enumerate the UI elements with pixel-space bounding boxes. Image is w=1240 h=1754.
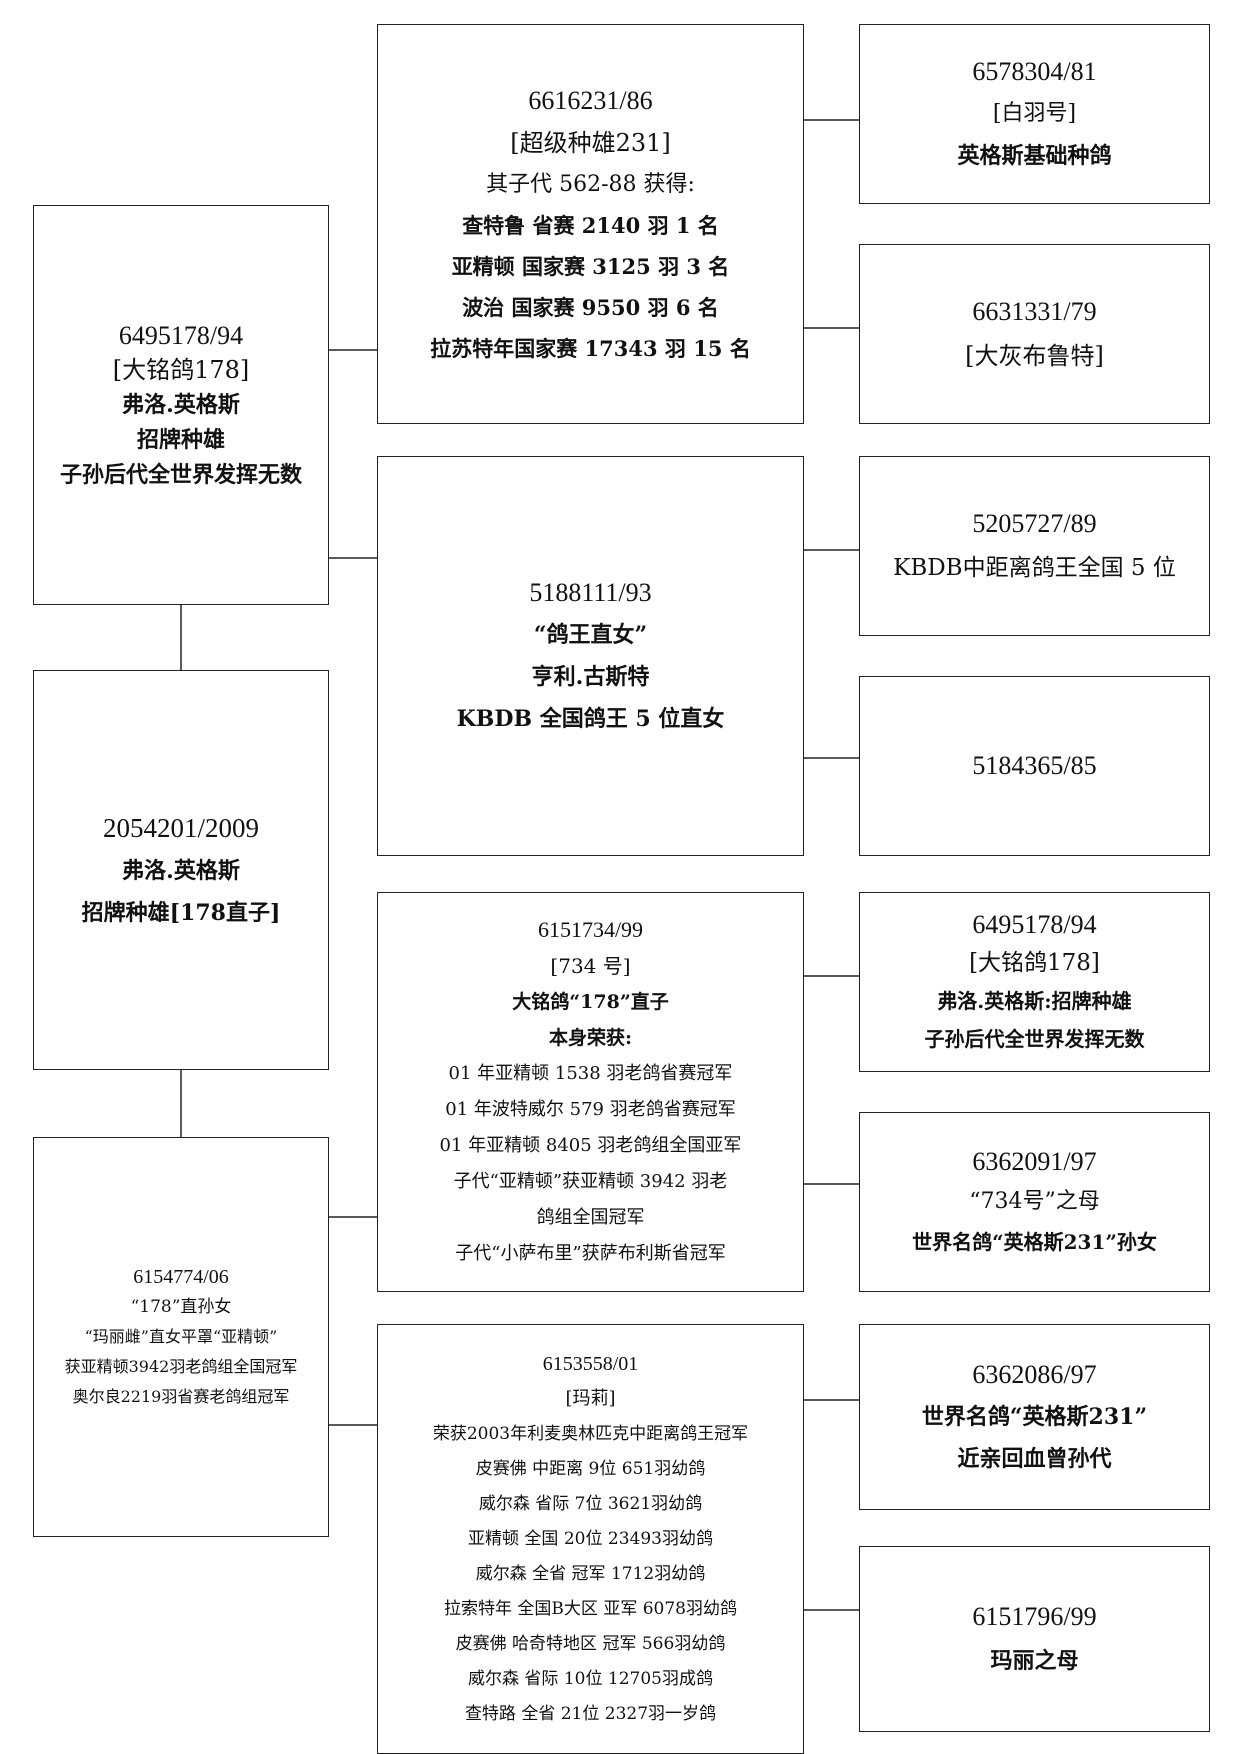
name-line: 玛丽之母 — [990, 1648, 1079, 1674]
info-line: 拉苏特年国家赛 17343 羽 15 名 — [430, 335, 751, 361]
ring-number: 5188111/93 — [529, 578, 652, 607]
info-line: 大铭鸽“178”直子 — [512, 991, 669, 1013]
ring-number: 6495178/94 — [972, 910, 1097, 939]
sire-sire-box: 6616231/86 [超级种雄231] 其子代 562-88 获得: 查特鲁 … — [377, 24, 804, 424]
ring-number: 6153558/01 — [542, 1352, 639, 1375]
info-line: 查特路 全省 21位 2327羽一岁鸽 — [464, 1703, 717, 1724]
sire-sire-sire-box: 6578304/81 [白羽号] 英格斯基础种鸽 — [859, 24, 1210, 204]
info-line: 拉索特年 全国B大区 亚军 6078羽幼鸽 — [444, 1598, 737, 1619]
info-line: 子代“小萨布里”获萨布利斯省冠军 — [455, 1243, 726, 1264]
dam-dam-box: 6153558/01 [玛莉] 荣获2003年利麦奥林匹克中距离鸽王冠军 皮赛佛… — [377, 1324, 804, 1754]
info-line: “鸽王直女” — [533, 622, 648, 648]
info-line: 本身荣获: — [548, 1027, 632, 1049]
info-line: 弗洛.英格斯 — [122, 858, 240, 884]
dam-sire-box: 6151734/99 [734 号] 大铭鸽“178”直子 本身荣获: 01 年… — [377, 892, 804, 1292]
info-line: 奥尔良2219羽省赛老鸽组冠军 — [72, 1387, 290, 1406]
ring-number: 6151734/99 — [537, 917, 644, 942]
ring-number: 6495178/94 — [118, 320, 244, 350]
info-line: 查特鲁 省赛 2140 羽 1 名 — [462, 212, 719, 238]
ring-number: 5205727/89 — [972, 509, 1097, 538]
info-line: “734号”之母 — [969, 1189, 1100, 1214]
sire-dam-box: 5188111/93 “鸽王直女” 亨利.古斯特 KBDB 全国鸽王 5 位直女 — [377, 456, 804, 856]
info-line: 威尔森 省际 7位 3621羽幼鸽 — [478, 1493, 703, 1514]
info-line: 亚精顿 全国 20位 23493羽幼鸽 — [468, 1528, 713, 1549]
sire-sire-dam-box: 6631331/79 [大灰布鲁特] — [859, 244, 1210, 424]
info-line: 招牌种雄[178直子] — [81, 900, 281, 926]
dam-box: 6154774/06 “178”直孙女 “玛丽雌”直女平罩“亚精顿” 获亚精顿3… — [33, 1137, 329, 1537]
ring-number: 6151796/99 — [972, 1602, 1097, 1631]
sire-dam-dam-box: 5184365/85 — [859, 676, 1210, 856]
dam-sire-dam-box: 6362091/97 “734号”之母 世界名鸽“英格斯231”孙女 — [859, 1112, 1210, 1292]
info-line: 世界名鸽“英格斯231” — [921, 1404, 1148, 1430]
info-line: 子孙后代全世界发挥无数 — [59, 461, 302, 488]
info-line: 英格斯基础种鸽 — [957, 143, 1112, 169]
info-line: 荣获2003年利麦奥林匹克中距离鸽王冠军 — [432, 1423, 749, 1444]
info-line: 01 年波特威尔 579 羽老鸽省赛冠军 — [445, 1099, 736, 1120]
ring-number: 5184365/85 — [972, 751, 1097, 780]
info-line: KBDB 全国鸽王 5 位直女 — [456, 706, 725, 732]
dam-dam-dam-box: 6151796/99 玛丽之母 — [859, 1546, 1210, 1732]
ring-number: 6362086/97 — [972, 1360, 1097, 1389]
ring-number: 6578304/81 — [972, 57, 1097, 86]
info-line: 皮赛佛 中距离 9位 651羽幼鸽 — [475, 1458, 706, 1479]
name-line: [玛莉] — [565, 1387, 616, 1409]
dam-sire-sire-box: 6495178/94 [大铭鸽178] 弗洛.英格斯:招牌种雄 子孙后代全世界发… — [859, 892, 1210, 1072]
subject-box: 2054201/2009 弗洛.英格斯 招牌种雄[178直子] — [33, 670, 329, 1070]
info-line: 获亚精顿3942羽老鸽组全国冠军 — [64, 1357, 298, 1376]
info-line: 子孙后代全世界发挥无数 — [924, 1027, 1145, 1051]
info-line: 弗洛.英格斯:招牌种雄 — [937, 989, 1132, 1013]
name-line: [大灰布鲁特] — [965, 342, 1104, 370]
info-line: 威尔森 省际 10位 12705羽成鸽 — [468, 1668, 713, 1689]
name-line: [白羽号] — [992, 101, 1077, 126]
info-line: 亚精顿 国家赛 3125 羽 3 名 — [451, 253, 730, 279]
info-line: 威尔森 全省 冠军 1712羽幼鸽 — [475, 1563, 706, 1584]
info-line: 波治 国家赛 9550 羽 6 名 — [462, 294, 719, 320]
info-line: 01 年亚精顿 8405 羽老鸽组全国亚军 — [439, 1135, 742, 1156]
info-line: 近亲回血曾孙代 — [957, 1446, 1112, 1472]
info-line: 鸽组全国冠军 — [536, 1207, 645, 1228]
name-line: [734 号] — [550, 954, 631, 978]
info-line: 其子代 562-88 获得: — [486, 171, 695, 197]
name-line: [大铭鸽178] — [969, 950, 1100, 976]
info-line: 亨利.古斯特 — [531, 664, 650, 690]
info-line: 招牌种雄 — [136, 426, 225, 453]
sire-box: 6495178/94 [大铭鸽178] 弗洛.英格斯 招牌种雄 子孙后代全世界发… — [33, 205, 329, 605]
info-line: 皮赛佛 哈奇特地区 冠军 566羽幼鸽 — [455, 1633, 726, 1654]
info-line: 弗洛.英格斯 — [122, 391, 240, 418]
info-line: 子代“亚精顿”获亚精顿 3942 羽老 — [453, 1171, 728, 1192]
dam-dam-sire-box: 6362086/97 世界名鸽“英格斯231” 近亲回血曾孙代 — [859, 1324, 1210, 1510]
info-line: “玛丽雌”直女平罩“亚精顿” — [84, 1327, 278, 1346]
sire-dam-sire-box: 5205727/89 KBDB中距离鸽王全国 5 位 — [859, 456, 1210, 636]
ring-number: 6631331/79 — [972, 297, 1097, 326]
info-line: 世界名鸽“英格斯231”孙女 — [912, 1230, 1157, 1254]
ring-number: 6362091/97 — [972, 1147, 1097, 1176]
name-line: [超级种雄231] — [510, 128, 671, 157]
info-line: “178”直孙女 — [130, 1297, 232, 1317]
ring-number: 6616231/86 — [528, 85, 653, 115]
info-line: KBDB中距离鸽王全国 5 位 — [893, 555, 1176, 581]
info-line: 01 年亚精顿 1538 羽老鸽省赛冠军 — [448, 1063, 733, 1084]
ring-number: 6154774/06 — [133, 1266, 229, 1288]
name-line: [大铭鸽178] — [112, 355, 250, 384]
ring-number: 2054201/2009 — [102, 813, 259, 843]
